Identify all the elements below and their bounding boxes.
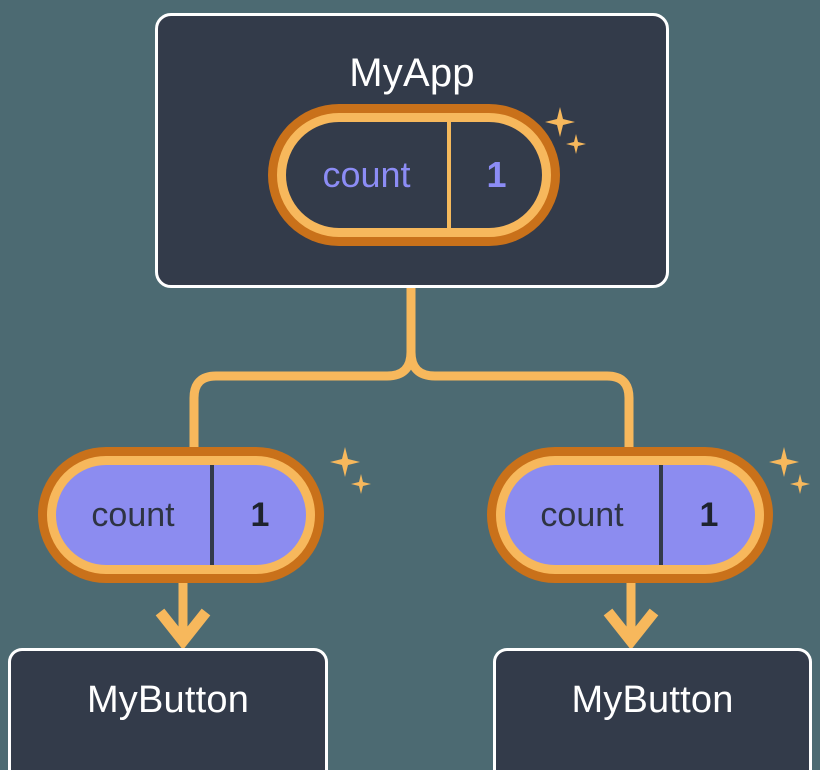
state-pill-left[interactable]: count 1: [47, 456, 315, 574]
state-value: 1: [699, 495, 719, 534]
state-value: 1: [250, 495, 270, 534]
sparkle-small-icon: [790, 474, 810, 494]
component-title-mybutton: MyButton: [571, 679, 734, 721]
sparkle-icon: [769, 447, 799, 477]
component-box-mybutton-left[interactable]: MyButton: [8, 648, 328, 770]
arrow-down-icon: [155, 578, 211, 650]
state-name: count: [505, 465, 663, 565]
state-pill-right[interactable]: count 1: [496, 456, 764, 574]
connector-branch-right: [406, 347, 634, 457]
state-value: 1: [486, 154, 507, 195]
arrow-down-icon: [603, 578, 659, 650]
sparkle-icon: [330, 447, 360, 477]
sparkle-small-icon: [351, 474, 371, 494]
state-name: count: [56, 465, 214, 565]
state-name: count: [286, 122, 451, 228]
component-box-mybutton-right[interactable]: MyButton: [493, 648, 812, 770]
state-pill-myapp[interactable]: count 1: [277, 113, 551, 237]
component-title-mybutton: MyButton: [86, 679, 250, 721]
component-title-myapp: MyApp: [349, 51, 475, 95]
connector-branch-left: [189, 347, 416, 457]
